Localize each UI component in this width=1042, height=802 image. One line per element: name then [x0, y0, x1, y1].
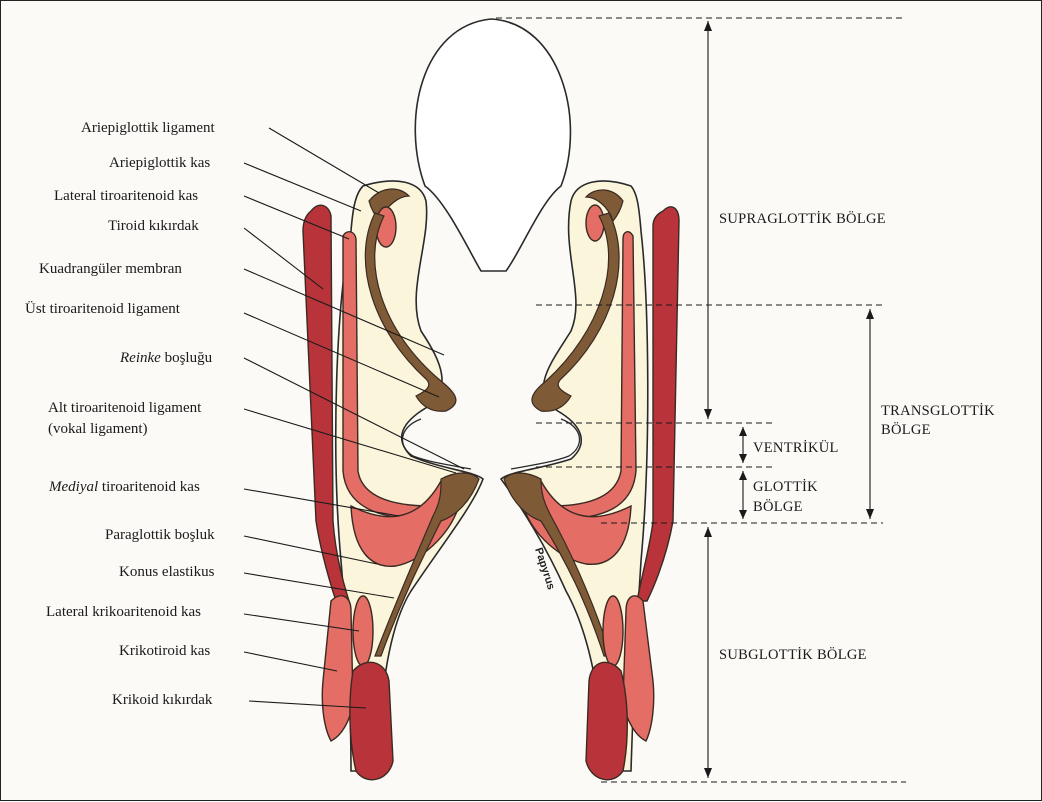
- label-mediyal-tiroaritenoid-kas: Mediyal tiroaritenoid kas: [48, 479, 200, 495]
- label-ariepiglottik-ligament: Ariepiglottik ligament: [81, 120, 216, 136]
- zone-label-glottik-line2: BÖLGE: [753, 498, 803, 515]
- label-krikotiroid-kas: Krikotiroid kas: [119, 643, 210, 659]
- leader-lateral-tiroaritenoid-kas: [244, 196, 349, 239]
- arrowhead-ventricle-bottom: [739, 454, 747, 463]
- right-cricoid-cartilage: [586, 662, 627, 779]
- label-vokal-ligament: (vokal ligament): [48, 421, 148, 437]
- leader-krikotiroid-kas: [244, 652, 337, 671]
- label-kuadranguler-membran: Kuadrangüler membran: [39, 261, 182, 277]
- zone-label-supraglottik: SUPRAGLOTTİK BÖLGE: [719, 210, 886, 227]
- label-mediyal-italic: Mediyal: [48, 479, 98, 495]
- left-cricoid-cartilage: [350, 662, 393, 779]
- label-reinke-italic: Reinke: [119, 350, 161, 366]
- right-vocal-fold-section: [501, 181, 679, 780]
- label-tiroid-kikirdak: Tiroid kıkırdak: [108, 218, 199, 234]
- label-lateral-krikoaritenoid-kas: Lateral krikoaritenoid kas: [46, 604, 201, 620]
- arrowhead-glottic-bottom: [739, 510, 747, 519]
- zone-label-ventrikul: VENTRİKÜL: [753, 439, 839, 456]
- arrowhead-ventricle-top: [739, 427, 747, 436]
- right-ariepiglottic-muscle: [586, 205, 604, 241]
- zone-label-transglottik-line2: BÖLGE: [881, 421, 931, 438]
- arrowhead-subglottic-top: [704, 527, 712, 537]
- label-lateral-tiroaritenoid-kas: Lateral tiroaritenoid kas: [54, 188, 198, 204]
- epiglottis: [415, 19, 570, 271]
- label-reinke-boslugu: Reinke boşluğu: [119, 350, 213, 366]
- label-krikoid-kikirdak: Krikoid kıkırdak: [112, 692, 213, 708]
- label-mediyal-rest: tiroaritenoid kas: [98, 479, 200, 495]
- label-alt-tiroaritenoid-ligament: Alt tiroaritenoid ligament: [48, 400, 202, 416]
- arrowhead-glottic-top: [739, 471, 747, 480]
- larynx-anatomy: Papyrus: [303, 19, 679, 780]
- label-ust-tiroaritenoid-ligament: Üst tiroaritenoid ligament: [25, 300, 181, 317]
- right-lateral-cricoarytenoid-muscle: [603, 596, 623, 666]
- arrowhead-subglottic-bottom: [704, 768, 712, 778]
- zone-label-transglottik-line1: TRANSGLOTTİK: [881, 403, 995, 419]
- zone-label-glottik-line1: GLOTTİK: [753, 479, 818, 495]
- arrowhead-supraglottic-bottom: [704, 409, 712, 419]
- leader-ariepiglottik-kas: [244, 163, 361, 211]
- label-ariepiglottik-kas: Ariepiglottik kas: [109, 155, 210, 171]
- left-vocal-fold-section: [303, 181, 483, 780]
- label-konus-elastikus: Konus elastikus: [119, 564, 215, 580]
- arrowhead-supraglottic-top: [704, 21, 712, 31]
- label-reinke-rest: boşluğu: [161, 350, 213, 366]
- arrowhead-transglottic-bottom: [866, 509, 874, 519]
- arrowhead-transglottic-top: [866, 309, 874, 319]
- leader-ariepiglottik-ligament: [269, 128, 379, 193]
- label-paraglottik-bosluk: Paraglottik boşluk: [105, 527, 215, 543]
- zone-label-subglottik: SUBGLOTTİK BÖLGE: [719, 646, 867, 663]
